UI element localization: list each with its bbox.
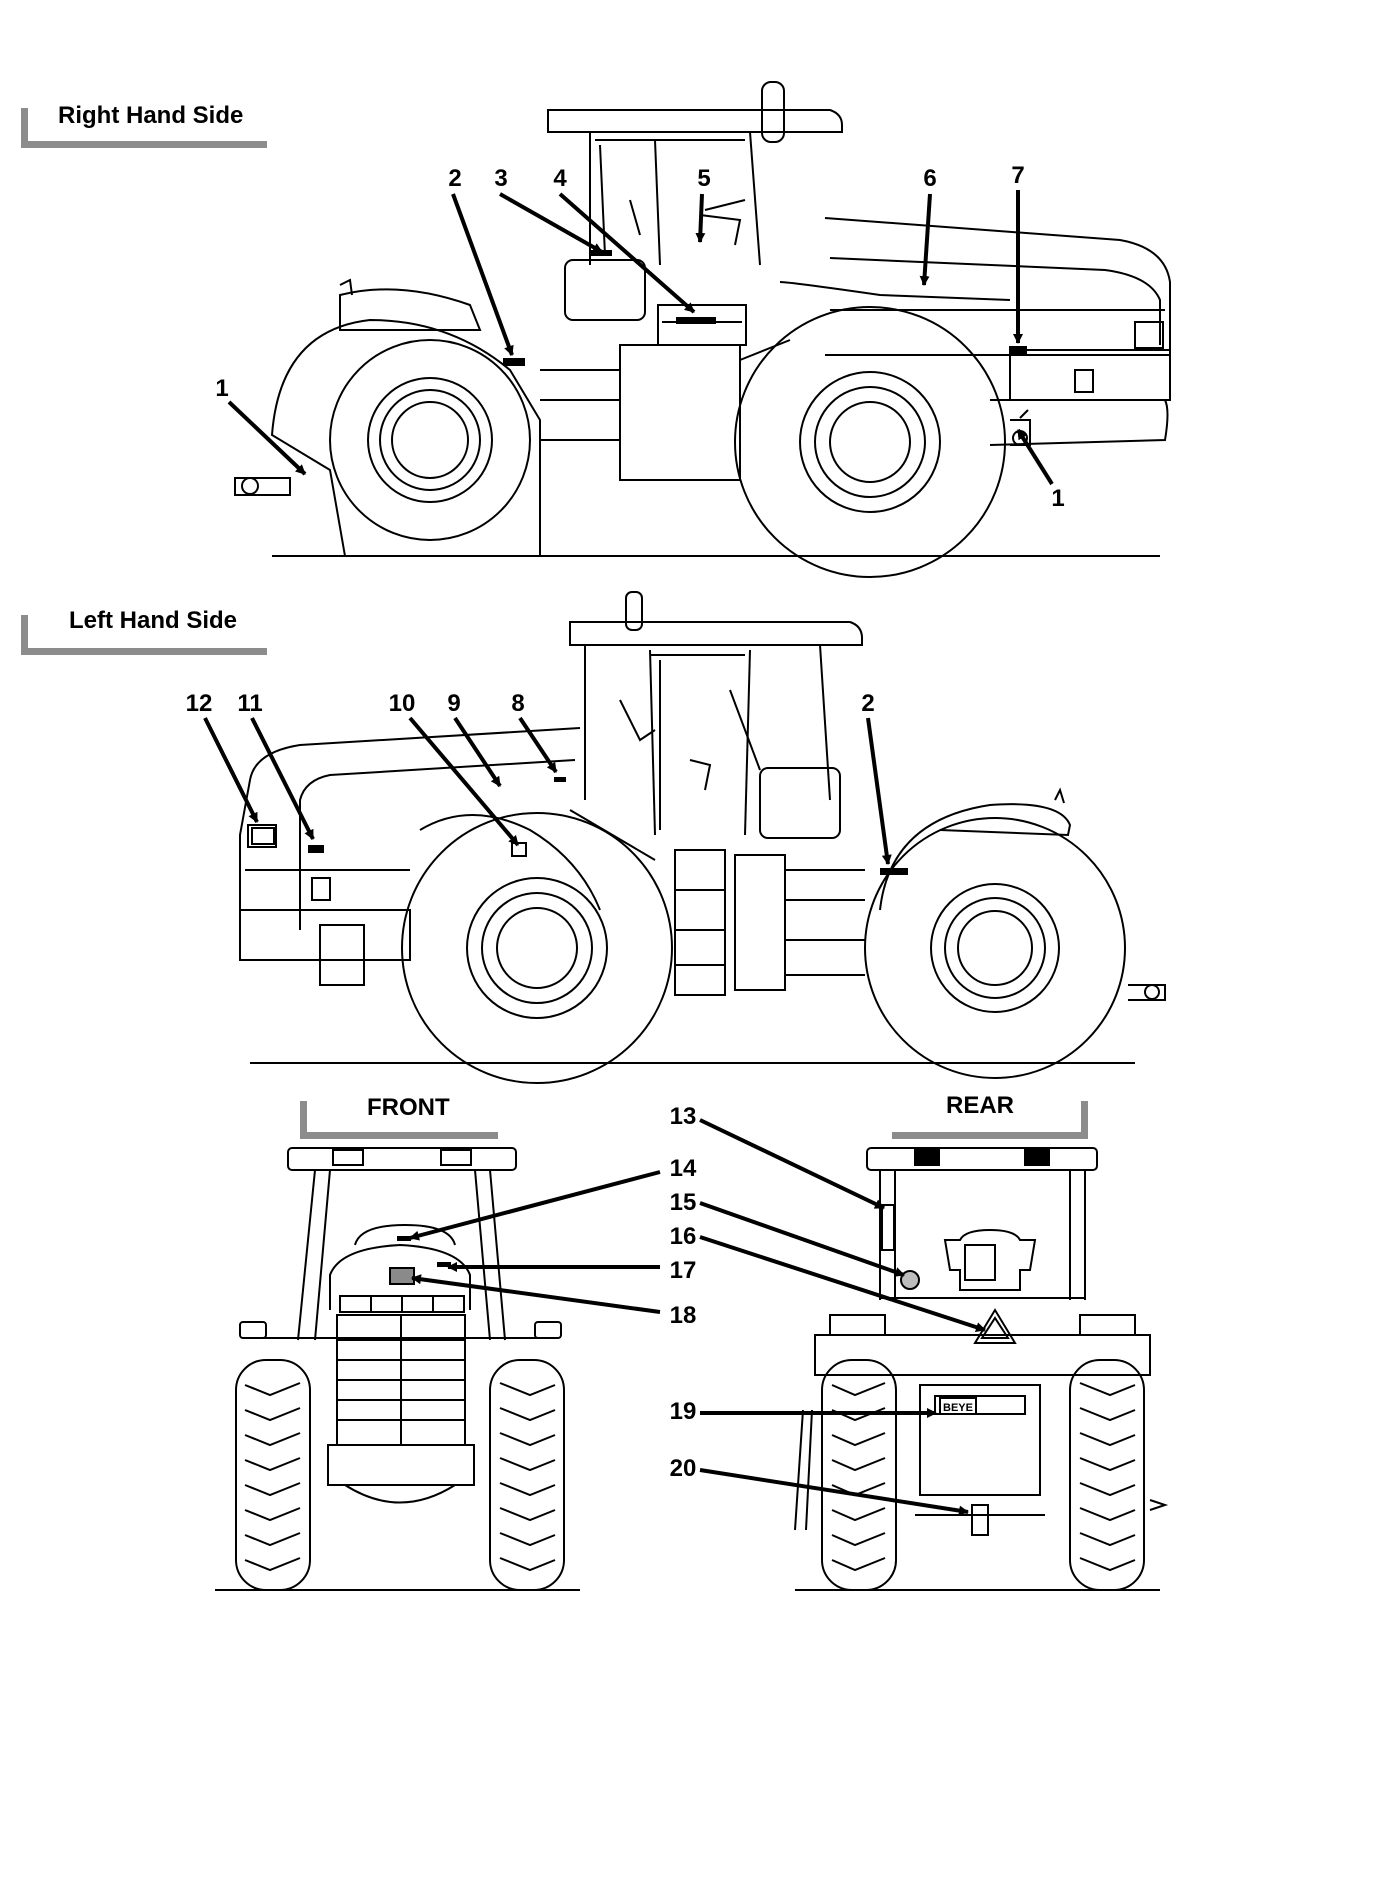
lhs-leaders bbox=[203, 716, 892, 865]
callout-lhs-12: 12 bbox=[185, 690, 213, 717]
front-bracket-vertical bbox=[300, 1101, 307, 1139]
callout-rhs-5: 5 bbox=[697, 165, 711, 192]
lhs-title: Left Hand Side bbox=[69, 607, 238, 634]
tractor-left-side bbox=[239, 591, 1166, 1084]
rear-plate-text: BEYE bbox=[943, 1402, 973, 1414]
callout-rhs-1-front: 1 bbox=[215, 375, 229, 402]
tractor-right-side bbox=[234, 81, 1171, 578]
tractor-front bbox=[215, 1147, 580, 1591]
front-bracket-horizontal bbox=[300, 1132, 498, 1139]
front-tire-treads bbox=[244, 1382, 556, 1572]
callout-front-14: 14 bbox=[669, 1155, 697, 1182]
rear-leaders bbox=[699, 1118, 986, 1516]
callout-lhs-8: 8 bbox=[511, 690, 525, 717]
callout-rhs-4: 4 bbox=[553, 165, 567, 192]
callout-lhs-2: 2 bbox=[861, 690, 875, 717]
callout-rhs-2: 2 bbox=[448, 165, 462, 192]
callout-rear-13: 13 bbox=[669, 1103, 697, 1130]
lhs-decals-outline bbox=[251, 827, 527, 857]
callout-rhs-7: 7 bbox=[1011, 162, 1025, 189]
rhs-decals bbox=[503, 250, 1027, 366]
rear-decals: BEYE bbox=[881, 1204, 977, 1415]
callout-lhs-11: 11 bbox=[237, 690, 263, 717]
callout-rear-19: 19 bbox=[669, 1398, 697, 1425]
front-title: FRONT bbox=[367, 1094, 450, 1121]
rhs-title: Right Hand Side bbox=[58, 102, 244, 129]
callout-rear-15: 15 bbox=[669, 1189, 697, 1216]
callout-rhs-6: 6 bbox=[923, 165, 937, 192]
rhs-bracket-horizontal bbox=[21, 141, 267, 148]
callout-lhs-9: 9 bbox=[447, 690, 461, 717]
lhs-bracket-horizontal bbox=[21, 648, 267, 655]
callout-rhs-1-rear: 1 bbox=[1051, 485, 1065, 512]
callout-rhs-3: 3 bbox=[494, 165, 508, 192]
callout-lhs-10: 10 bbox=[388, 690, 416, 717]
callout-rear-16: 16 bbox=[669, 1223, 697, 1250]
front-decals bbox=[389, 1236, 451, 1285]
lhs-bracket-vertical bbox=[21, 615, 28, 655]
rear-title: REAR bbox=[946, 1092, 1015, 1119]
rhs-leaders bbox=[227, 190, 1054, 486]
front-leaders bbox=[409, 1170, 661, 1314]
rear-bracket-vertical bbox=[1081, 1101, 1088, 1139]
lhs-decals bbox=[308, 777, 908, 875]
callout-front-17: 17 bbox=[669, 1257, 697, 1284]
callout-rear-20: 20 bbox=[669, 1455, 697, 1482]
rhs-bracket-vertical bbox=[21, 108, 28, 148]
rear-bracket-horizontal bbox=[892, 1132, 1088, 1139]
tractor-rear bbox=[794, 1147, 1169, 1591]
callout-front-18: 18 bbox=[669, 1302, 697, 1329]
